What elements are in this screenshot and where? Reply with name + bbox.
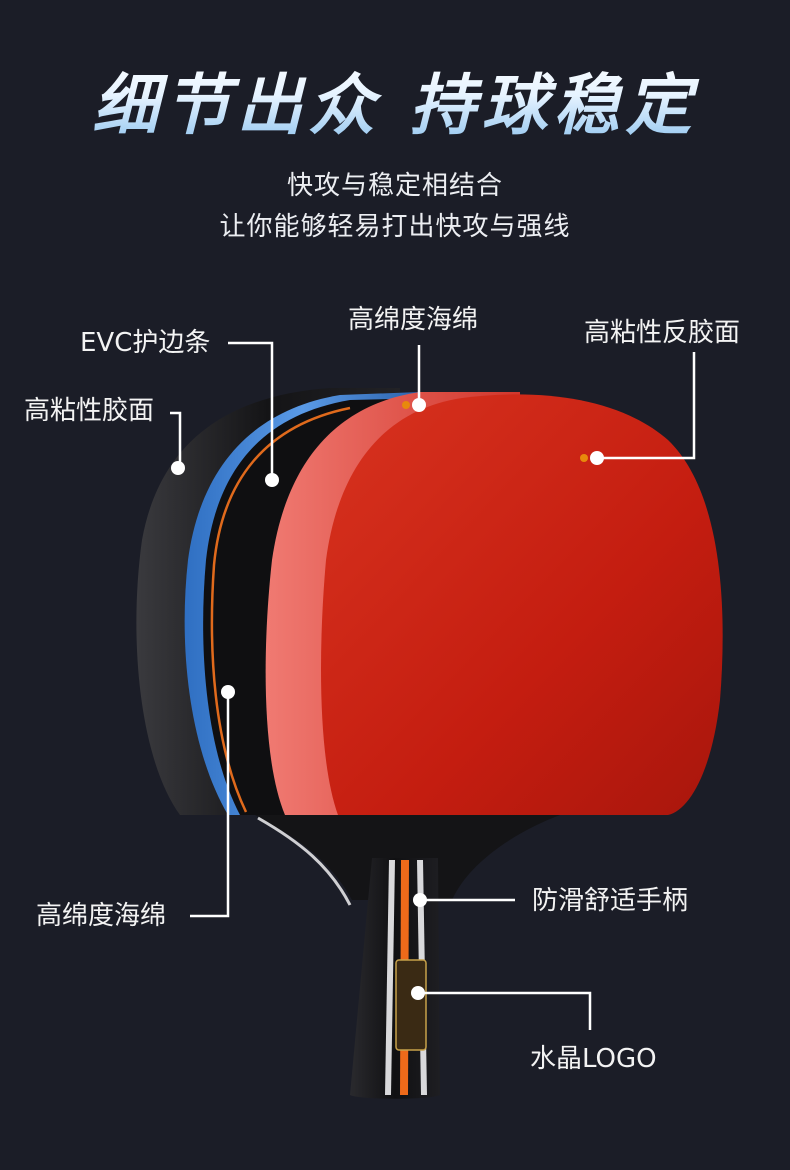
orange-edge-stripe <box>210 406 351 813</box>
red-rubber-face <box>321 394 723 815</box>
label-handle: 防滑舒适手柄 <box>532 886 689 916</box>
subtitle-line-1: 快攻与稳定相结合 <box>286 171 503 201</box>
leader-crystal-logo <box>418 991 592 1030</box>
crystal-logo-plate <box>395 959 427 1051</box>
page-title: 细节出众 持球稳定 <box>0 52 790 148</box>
label-evc-edge: EVC护边条 <box>80 328 211 358</box>
accent-dot-sponge <box>402 401 410 409</box>
label-backside-rubber: 高粘性反胶面 <box>584 318 741 348</box>
leader-evc-edge <box>228 341 274 478</box>
dot-sponge-top <box>412 398 426 412</box>
dot-tacky-rubber <box>171 461 185 475</box>
label-sponge-bottom: 高绵度海绵 <box>36 901 167 931</box>
dot-crystal-logo <box>411 986 425 1000</box>
leader-tacky-rubber <box>170 411 182 466</box>
dot-backside-rubber <box>590 451 604 465</box>
handle-stripe-white-left <box>385 859 395 1096</box>
label-crystal-logo: 水晶LOGO <box>530 1044 657 1074</box>
dot-handle <box>413 893 427 907</box>
leader-sponge-bottom <box>190 692 230 918</box>
neck-highlight <box>257 816 352 906</box>
label-tacky-rubber: 高粘性胶面 <box>24 396 155 426</box>
accent-dot-rubber <box>580 454 588 462</box>
subtitle-line-2: 让你能够轻易打出快攻与强线 <box>219 212 571 242</box>
paddle-neck <box>255 815 560 900</box>
leader-lines <box>170 341 696 1030</box>
dot-evc-edge <box>265 473 279 487</box>
callout-dots <box>171 398 604 1000</box>
dot-sponge-bottom <box>221 685 235 699</box>
label-sponge-top: 高绵度海绵 <box>348 305 479 335</box>
leader-backside-rubber <box>598 352 696 460</box>
